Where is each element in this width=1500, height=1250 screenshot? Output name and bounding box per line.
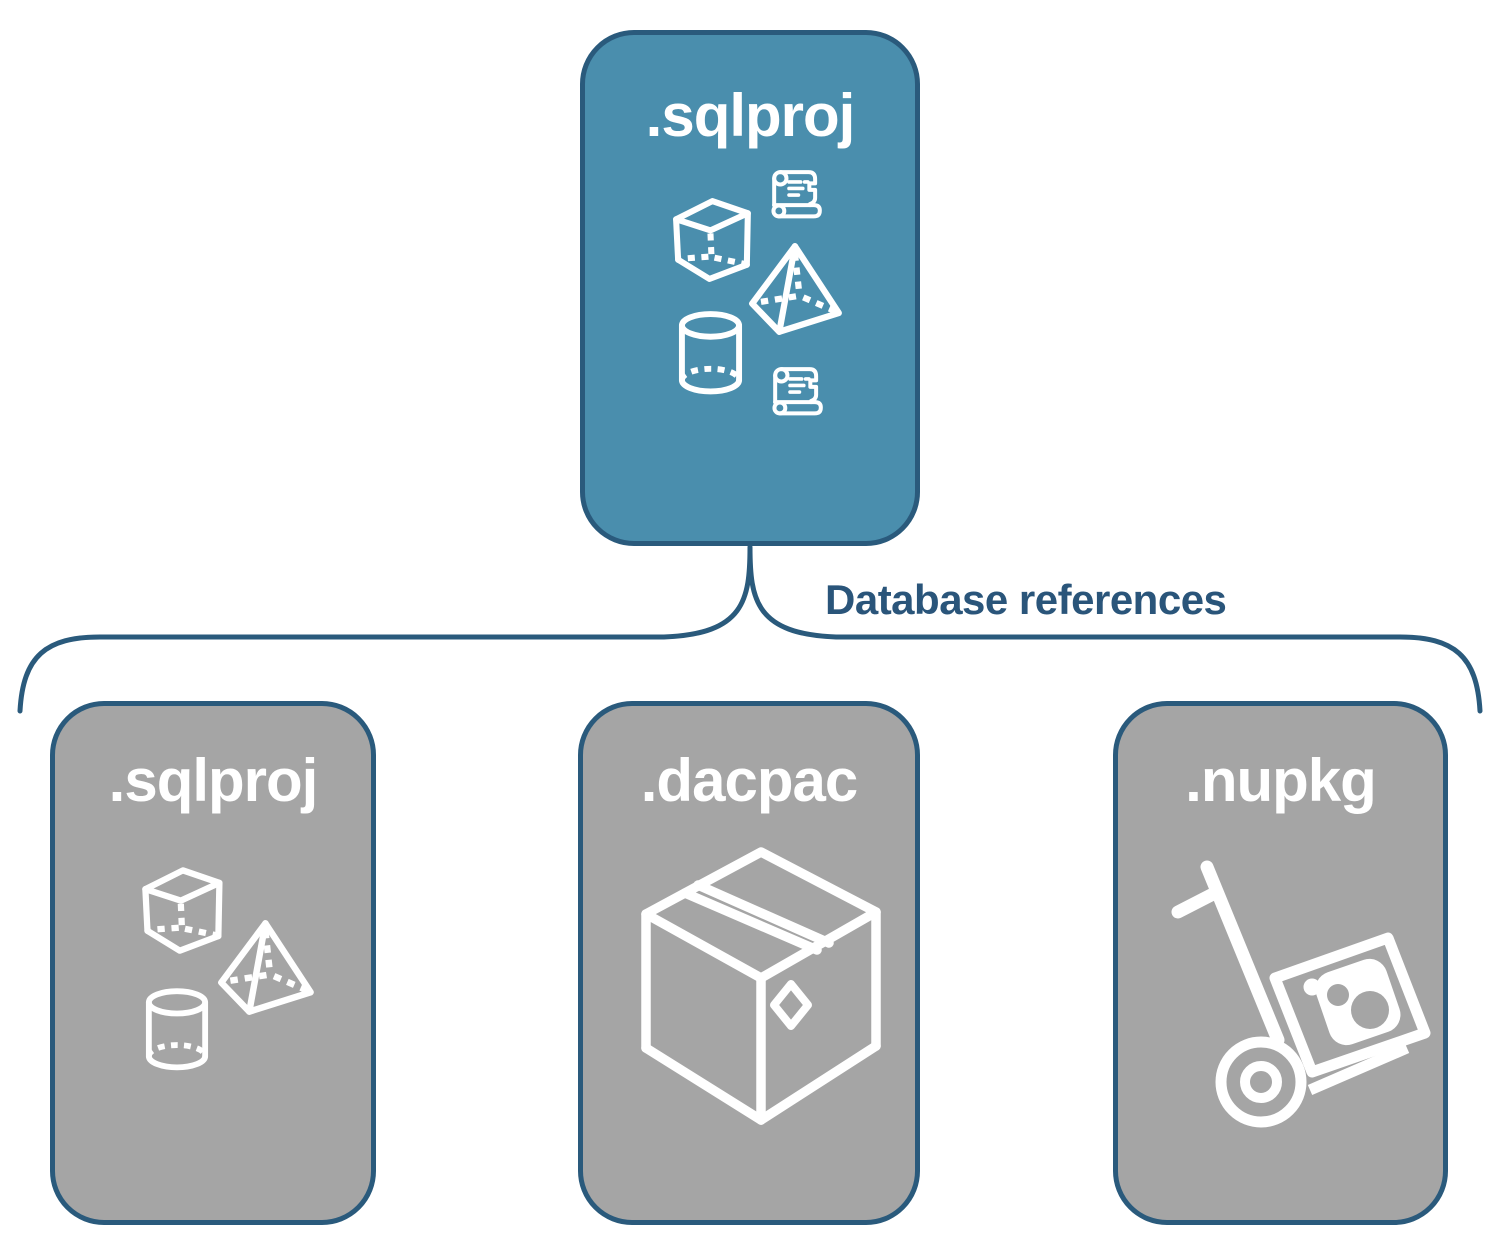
hand-truck-toe-plate [1307,1042,1410,1096]
cube-icon [142,867,223,954]
pyramid-icon [749,243,842,335]
cylinder-icon [678,311,743,395]
package-box-icon [641,847,881,1125]
cube-icon [673,198,751,282]
hand-truck-wheel-inner [1240,1061,1282,1103]
card-sqlproj-main: .sqlproj [580,30,920,546]
card-dacpac-ref: .dacpac [578,701,920,1225]
card-sqlproj-ref-title: .sqlproj [108,747,319,814]
hand-truck-nuget-icon [1171,860,1431,1128]
nuget-package-outline [1269,932,1431,1078]
hand-truck-wheel-outer [1215,1036,1307,1128]
nuget-logo-dot [1303,978,1321,996]
card-sqlproj-main-title: .sqlproj [645,82,856,149]
connector-label: Database references [825,576,1227,623]
card-nupkg-ref-title: .nupkg [1185,747,1377,814]
card-dacpac-ref-title: .dacpac [640,747,858,814]
card-sqlproj-ref: .sqlproj [50,701,376,1225]
cylinder-icon [145,988,209,1071]
nuget-logo-small-hole [1327,984,1349,1006]
nuget-logo-large-hole [1351,991,1389,1029]
hand-truck-crossbar [1171,885,1224,919]
sql-script-scroll-icon [772,367,823,416]
pyramid-icon [218,920,314,1015]
sql-script-scroll-icon [771,170,822,219]
card-nupkg-ref: .nupkg [1113,701,1448,1225]
